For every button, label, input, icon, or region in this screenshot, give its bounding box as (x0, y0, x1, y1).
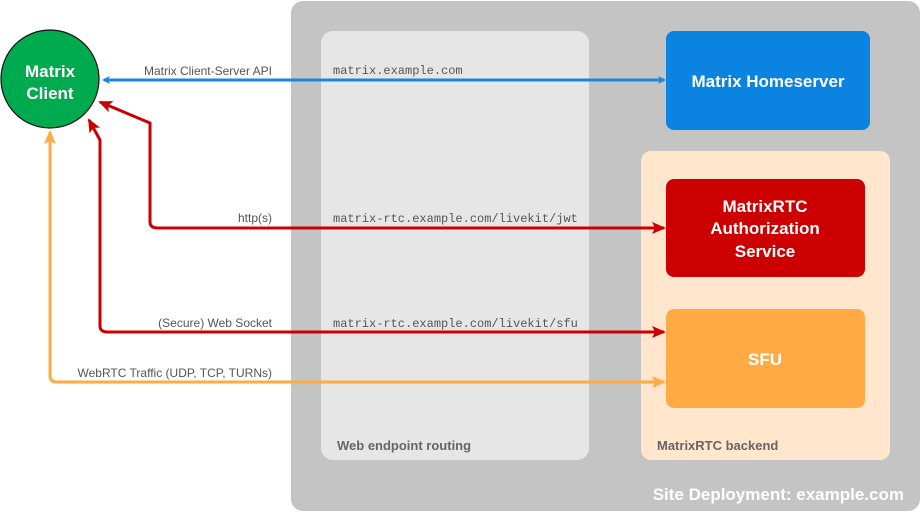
svg-text:Client: Client (26, 84, 74, 103)
svg-text:Matrix: Matrix (25, 62, 76, 81)
routing-label: Web endpoint routing (337, 438, 471, 453)
authorization-service-node: MatrixRTC Authorization Service (666, 179, 865, 277)
backend-label: MatrixRTC backend (657, 438, 778, 453)
svg-text:Authorization: Authorization (710, 219, 820, 238)
svg-text:matrix-rtc.example.com/livekit: matrix-rtc.example.com/livekit/sfu (333, 317, 578, 331)
client-server-api-connection: Matrix Client-Server API matrix.example.… (102, 64, 666, 84)
web-endpoint-routing-group: Web endpoint routing (321, 31, 589, 460)
svg-text:SFU: SFU (748, 350, 782, 369)
matrix-homeserver-node: Matrix Homeserver (666, 31, 870, 130)
svg-text:Matrix Homeserver: Matrix Homeserver (691, 72, 844, 91)
svg-text:MatrixRTC: MatrixRTC (722, 197, 807, 216)
webrtc-connection: WebRTC Traffic (UDP, TCP, TURNs) (44, 130, 666, 388)
svg-text:Service: Service (735, 242, 796, 261)
svg-text:matrix.example.com: matrix.example.com (333, 64, 463, 78)
svg-text:(Secure) Web Socket: (Secure) Web Socket (158, 316, 272, 330)
matrix-client-node: Matrix Client (0, 29, 100, 129)
svg-text:matrix-rtc.example.com/livekit: matrix-rtc.example.com/livekit/jwt (333, 212, 578, 226)
svg-text:Matrix Client-Server API: Matrix Client-Server API (144, 64, 272, 78)
svg-text:WebRTC Traffic (UDP, TCP, TURN: WebRTC Traffic (UDP, TCP, TURNs) (78, 366, 273, 380)
sfu-node: SFU (666, 309, 865, 408)
svg-text:http(s): http(s) (238, 211, 272, 225)
site-label: Site Deployment: example.com (653, 485, 904, 504)
